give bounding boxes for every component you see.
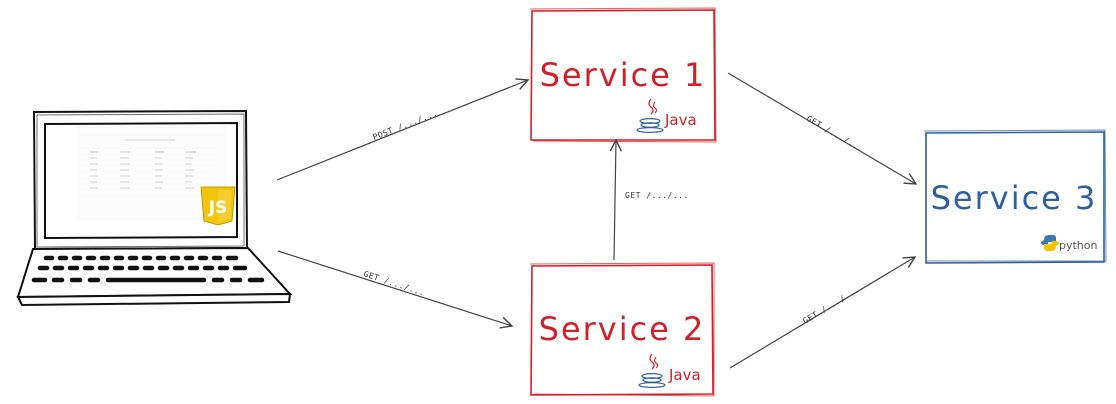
arrow-client-to-service-1	[276, 80, 528, 181]
service-1-box: Service 1 Java	[529, 7, 717, 143]
edge-label-s1-to-s3: GET /.../...	[805, 114, 865, 154]
arrow-service-1-to-service-3	[727, 72, 916, 184]
java-icon	[636, 98, 664, 133]
service-2-tech-label: Java	[668, 366, 701, 384]
service-2-box: Service 2 Java	[529, 262, 715, 397]
app-preview-icon	[77, 126, 227, 220]
laptop-display	[44, 121, 238, 240]
java-icon	[638, 353, 666, 389]
python-icon	[1041, 235, 1059, 251]
js-badge-label: JS	[208, 198, 228, 218]
edge-label-client-get: GET /.../...	[362, 269, 425, 297]
arrow-service-2-to-service-3	[729, 257, 915, 369]
service-3-tech-label: python	[1059, 239, 1098, 252]
connections	[276, 72, 916, 369]
service-1-title: Service 1	[540, 56, 707, 94]
service-2-title: Service 2	[539, 310, 706, 348]
edge-label-s2-to-s3: GET /.../...	[801, 285, 860, 326]
arrow-client-to-service-2	[277, 250, 512, 326]
edge-label-s2-to-s1: GET /.../...	[625, 191, 689, 200]
client-laptop: JS	[16, 109, 293, 307]
laptop-base	[16, 246, 293, 299]
service-3-box: Service 3 python	[923, 129, 1107, 264]
service-3-title: Service 3	[931, 179, 1098, 217]
javascript-icon: JS	[200, 186, 236, 226]
keyboard-icon	[31, 255, 265, 283]
arrow-service-2-to-service-1	[614, 140, 616, 261]
edge-label-post: POST /.../...	[371, 109, 439, 142]
service-1-tech-label: Java	[664, 111, 697, 129]
